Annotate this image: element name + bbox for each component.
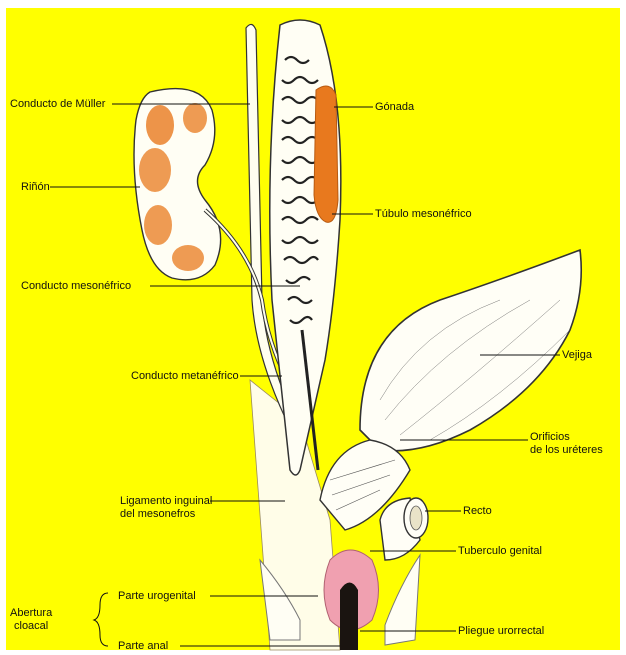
brace-abertura (94, 593, 108, 646)
